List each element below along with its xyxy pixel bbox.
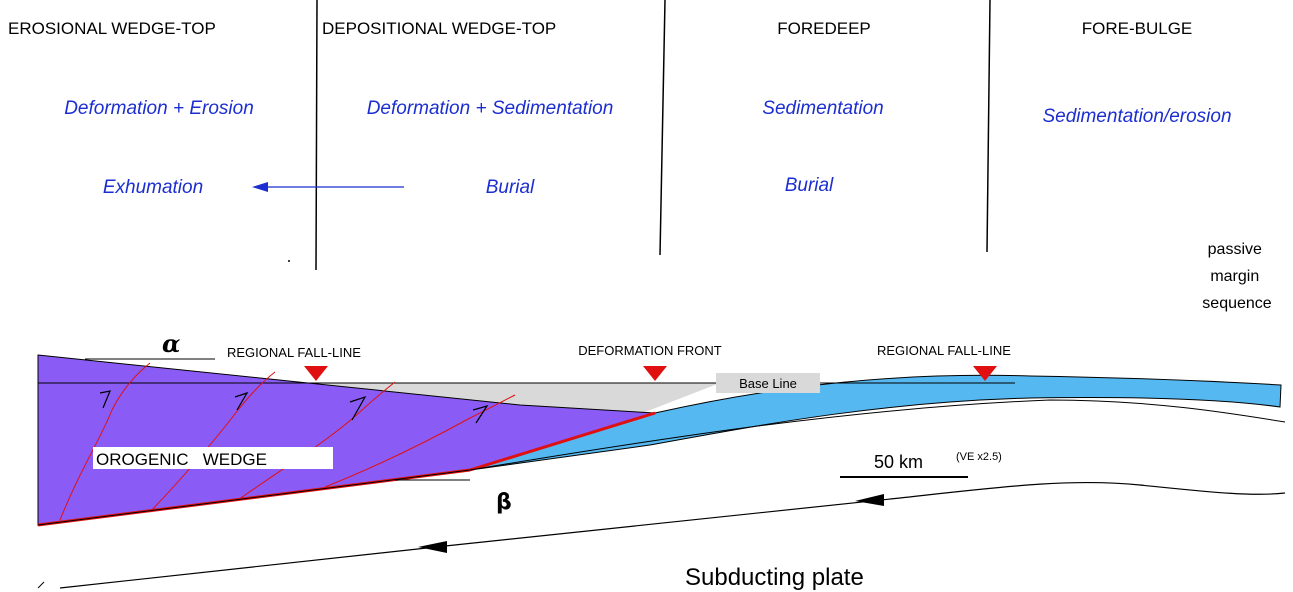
plate-motion-arrow-right [855,494,884,506]
base-line-label-bg [716,373,820,393]
thrust-fault-4 [324,394,516,488]
wedge-front-thrust [469,411,656,472]
zone-title-fore-bulge: FORE-BULGE [1082,19,1193,38]
passive-margin-layer [469,374,1282,471]
subducting-plate-label: Subducting plate [685,564,864,591]
subducting-plate-top [37,399,1286,526]
regional-fall-line-left-label: REGIONAL FALL-LINE [227,345,361,360]
zone-divider-1 [315,0,318,271]
orogenic-wedge-label-bg [93,447,333,469]
vertical-exaggeration-label: (VE x2.5) [956,451,1002,463]
zone-process-fore-bulge: Sedimentation/erosion [1042,106,1231,127]
thrust-fault-1 [59,362,151,521]
plate-motion-arrow-left [418,541,447,553]
zone-history-exhumation: Exhumation [103,177,203,198]
base-line-label: Base Line [739,376,797,391]
zone-title-foredeep: FOREDEEP [777,19,871,38]
zone-title-depositional-wedge-top: DEPOSITIONAL WEDGE-TOP [322,19,556,38]
subducting-plate-line [59,481,1286,589]
fault-tick-3 [349,395,367,421]
fault-tick-2 [234,391,249,411]
deformation-front-label: DEFORMATION FRONT [578,343,722,358]
zone-divider-3 [986,0,991,253]
orogenic-wedge-label: OROGENIC WEDGE [96,450,267,469]
zone-process-depositional: Deformation + Sedimentation [367,98,614,119]
zone-process-erosional: Deformation + Erosion [64,98,254,119]
regional-fall-line-right-marker [973,366,997,381]
fault-tick-4 [472,404,489,424]
plate-tick-left [37,581,45,589]
deformation-front-marker [643,366,667,381]
passive-margin-label: passive margin sequence [1202,241,1271,312]
thrust-fault-3 [237,381,396,501]
zone-process-foredeep: Sedimentation [762,98,883,119]
regional-fall-line-right-label: REGIONAL FALL-LINE [877,343,1011,358]
exhumation-arrowhead [252,182,268,192]
scale-bar-label: 50 km [874,452,923,472]
stray-dot [288,260,290,262]
alpha-label: α [162,329,180,358]
fault-tick-1 [99,390,111,409]
zone-divider-2 [659,0,666,256]
thrust-fault-2 [149,371,276,513]
beta-label: β [496,490,512,515]
regional-fall-line-left-marker [304,366,328,381]
zone-title-erosional-wedge-top: EROSIONAL WEDGE-TOP [8,19,216,38]
zone-history-burial-foredeep: Burial [785,175,834,196]
zone-history-burial-depositional: Burial [486,177,535,198]
